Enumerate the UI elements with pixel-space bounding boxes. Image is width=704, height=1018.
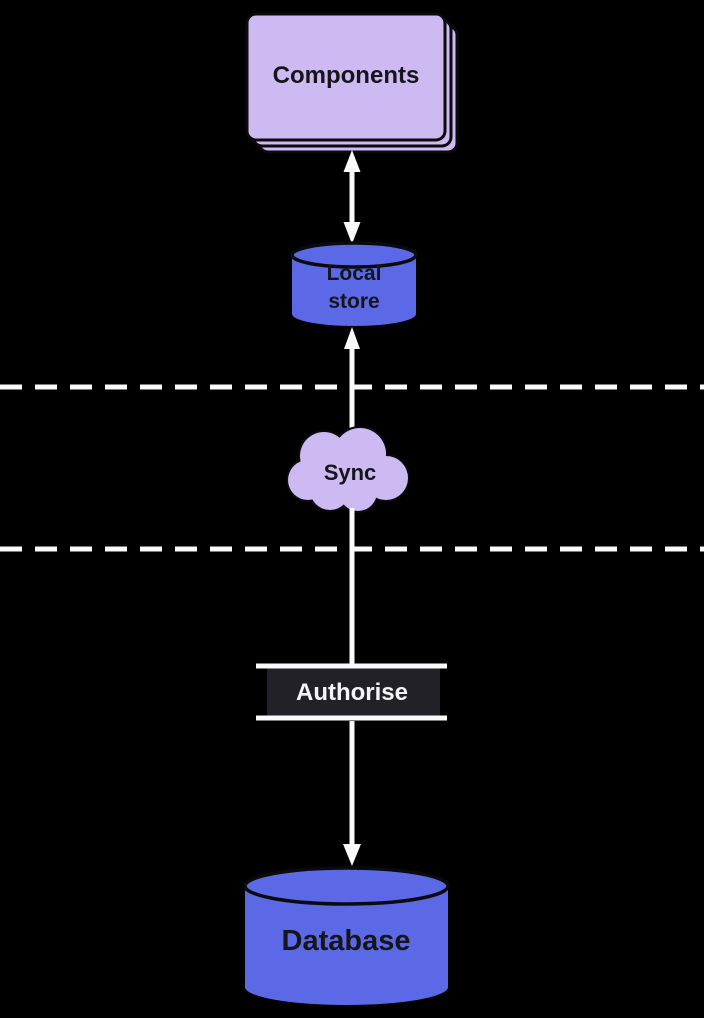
arrow-components-localstore (343, 150, 361, 244)
components-card (245, 12, 447, 142)
components-node: Components (245, 12, 459, 154)
local-store-top (290, 241, 418, 269)
arrowhead-up-icon (344, 327, 360, 349)
authorise-box (267, 665, 440, 718)
database-body (245, 886, 448, 1005)
sync-label: Sync (324, 460, 377, 485)
components-label: Components (273, 62, 420, 89)
authorise-node: Authorise (256, 663, 447, 721)
arrowhead-down-icon (343, 222, 361, 244)
local-store-body (292, 255, 416, 326)
database-top (243, 866, 450, 906)
arrowhead-down-icon (343, 844, 361, 866)
database-node: Database (243, 866, 450, 1005)
arrow-authorise-database (343, 721, 361, 866)
arrowhead-up-icon (343, 150, 361, 172)
arrow-sync-localstore (344, 327, 360, 432)
local-store-label-line1: Local (327, 262, 382, 285)
authorise-label: Authorise (296, 679, 408, 706)
sync-node: Sync (286, 426, 410, 513)
local-store-node: Local store (290, 241, 418, 326)
cloud-fill (288, 428, 408, 511)
local-store-label-line2: store (328, 290, 379, 313)
database-label: Database (282, 925, 411, 957)
